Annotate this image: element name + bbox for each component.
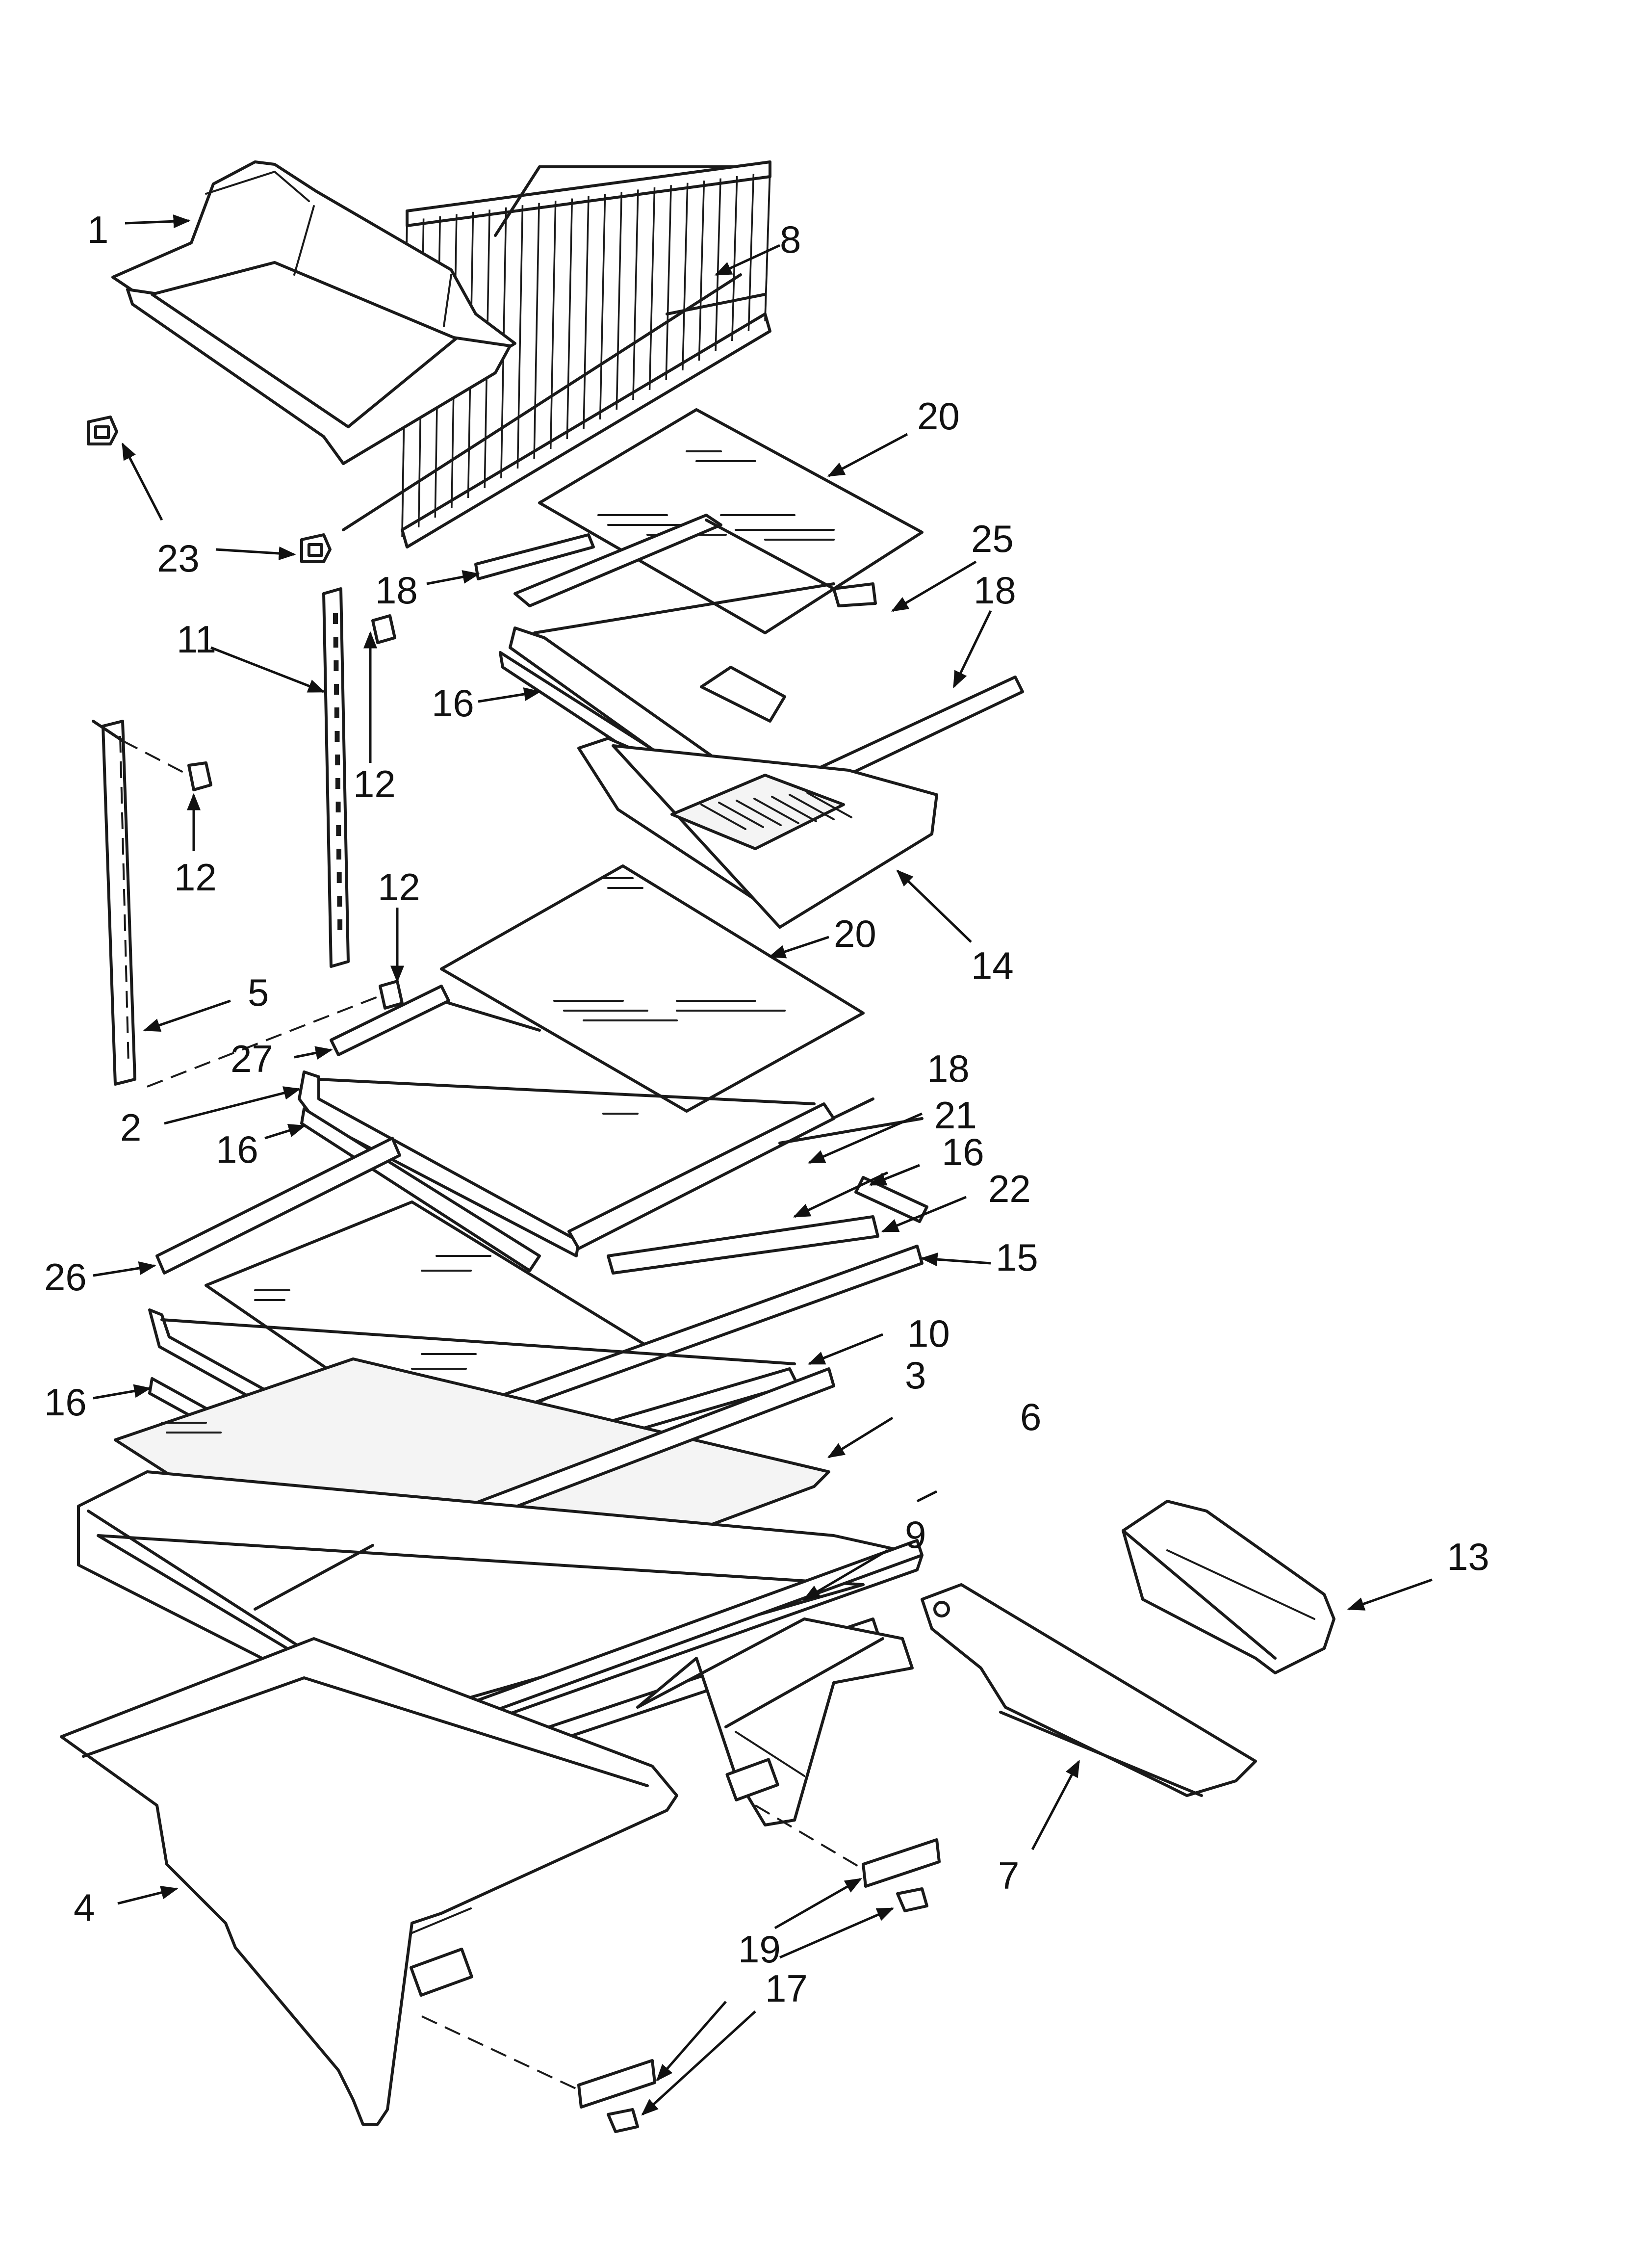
drawer-bracket-part-7 <box>921 1583 1257 1797</box>
callout-12: 12 <box>174 856 217 899</box>
callout-16: 16 <box>216 1128 258 1171</box>
callout-13: 13 <box>1447 1535 1489 1578</box>
callout-18: 18 <box>927 1047 970 1090</box>
mounting-screws-part-12 <box>122 614 404 1088</box>
door-bin-part-13 <box>1122 1500 1335 1674</box>
shelf-rail-part-18-lower <box>567 1102 835 1250</box>
shelf-rail-part-22 <box>607 1215 879 1275</box>
callout-labels: 1 8 20 25 23 18 18 11 16 12 12 12 14 20 … <box>44 208 1489 2010</box>
callout-11: 11 <box>177 618 216 661</box>
callout-17: 17 <box>765 1967 808 2010</box>
shelf-strip-part-27 <box>330 985 450 1056</box>
callout-1: 1 <box>87 208 108 251</box>
callout-18: 18 <box>375 569 418 612</box>
callout-12: 12 <box>378 865 420 909</box>
callout-22: 22 <box>988 1167 1031 1210</box>
callout-20: 20 <box>917 394 960 438</box>
drawer-roller-part-17 <box>607 1887 928 2133</box>
callout-10: 10 <box>907 1312 950 1355</box>
callout-16: 16 <box>942 1130 984 1173</box>
callout-27: 27 <box>231 1037 273 1080</box>
shelf-ladder-part-11 <box>322 587 350 968</box>
storage-bin-part-1 <box>111 160 516 465</box>
callout-8: 8 <box>780 218 801 261</box>
callout-21: 21 <box>934 1094 977 1137</box>
shelf-strip-part-26 <box>155 1137 401 1275</box>
callout-15: 15 <box>996 1236 1038 1279</box>
crisper-drawer-part-14 <box>577 666 938 929</box>
callout-18: 18 <box>974 569 1016 612</box>
crisper-drawer-part-4 <box>60 1637 678 2126</box>
callout-3: 3 <box>905 1354 926 1397</box>
callout-5: 5 <box>248 971 269 1014</box>
leader-lines <box>93 214 1433 2116</box>
callout-7: 7 <box>998 1854 1019 1897</box>
callout-23: 23 <box>157 537 200 580</box>
drawer-slide-part-19 <box>421 1804 941 2109</box>
callout-12: 12 <box>353 762 396 806</box>
shelf-ladder-part-5 <box>92 720 136 1086</box>
upper-shelf-frame-part-25 <box>474 514 877 634</box>
callout-20: 20 <box>834 912 876 955</box>
callout-16: 16 <box>432 681 474 725</box>
callout-26: 26 <box>44 1255 87 1299</box>
callout-6: 6 <box>1020 1395 1041 1438</box>
glass-shelf-part-20-middle <box>440 864 865 1115</box>
callout-19: 19 <box>738 1928 781 1971</box>
crisper-drawer-part-9 <box>636 1617 914 1826</box>
callout-2: 2 <box>120 1106 141 1149</box>
callout-4: 4 <box>74 1886 95 1929</box>
shelf-support-part-23 <box>87 416 332 563</box>
callout-16: 16 <box>44 1381 87 1424</box>
callout-25: 25 <box>971 517 1014 560</box>
callout-14: 14 <box>971 944 1014 987</box>
callout-9: 9 <box>905 1513 926 1556</box>
